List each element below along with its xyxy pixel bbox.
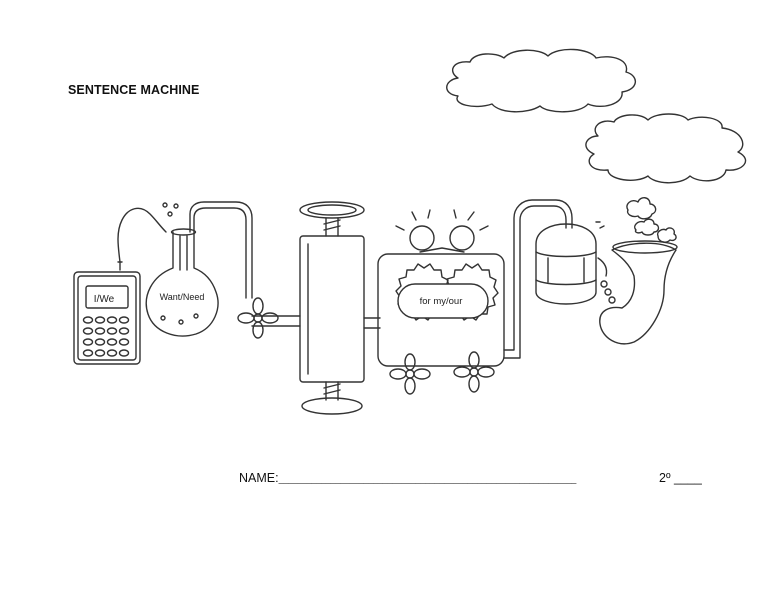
phone-label: I/We <box>94 294 115 305</box>
cloud-top <box>446 48 636 113</box>
valve-left <box>237 297 279 339</box>
drum-canister <box>535 223 608 305</box>
horn-output <box>595 197 678 345</box>
flask <box>145 201 301 337</box>
grade-blank: ____ <box>674 471 702 485</box>
gear-box <box>377 209 505 395</box>
grade-label: 2º <box>659 471 671 485</box>
name-blank: ________________________________________… <box>278 474 577 484</box>
worksheet-title: SENTENCE MACHINE <box>68 83 200 97</box>
name-label: NAME: <box>239 471 279 485</box>
name-field[interactable]: NAME:___________________________________… <box>239 471 576 485</box>
grade-field[interactable]: 2º ____ <box>659 471 702 485</box>
pipe-right <box>503 199 573 359</box>
phone-device <box>73 207 167 365</box>
press-cylinder <box>299 201 381 415</box>
gears-label: for my/our <box>420 296 463 307</box>
flask-label: Want/Need <box>160 292 205 302</box>
cloud-bottom <box>585 113 747 184</box>
